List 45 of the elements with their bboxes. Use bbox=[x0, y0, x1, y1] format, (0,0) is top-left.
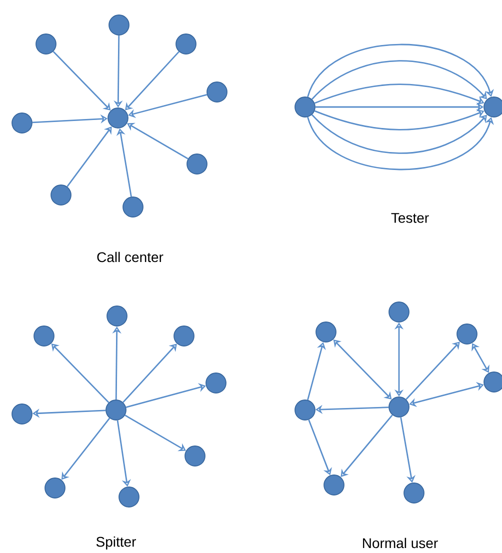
node-circle bbox=[34, 326, 54, 346]
arrow bbox=[340, 414, 393, 477]
node-circle bbox=[388, 302, 410, 322]
node-circle bbox=[108, 14, 130, 36]
graph-caption: Normal user bbox=[363, 538, 438, 548]
arrow bbox=[122, 344, 177, 403]
node-circle bbox=[106, 306, 128, 326]
arrow bbox=[333, 340, 392, 400]
node-circle bbox=[176, 34, 196, 54]
arrow bbox=[52, 51, 111, 110]
node-circle bbox=[174, 326, 194, 346]
arrow bbox=[125, 51, 180, 110]
graph-caption: Spitter bbox=[96, 536, 136, 550]
node-circle bbox=[106, 400, 126, 420]
graph-caption: Tester bbox=[391, 213, 429, 223]
node-circle bbox=[184, 446, 206, 466]
graph-caption: Call center bbox=[97, 252, 164, 262]
node-circle bbox=[206, 82, 228, 102]
node-circle bbox=[484, 372, 502, 392]
arrow bbox=[51, 344, 110, 403]
arrow bbox=[312, 114, 487, 154]
node-circle bbox=[456, 324, 478, 344]
node-circle bbox=[324, 474, 344, 496]
node-circle bbox=[50, 184, 72, 206]
node-circle bbox=[118, 486, 140, 508]
node-circle bbox=[484, 96, 502, 118]
node-circle bbox=[316, 322, 336, 342]
arrow bbox=[127, 122, 188, 160]
node-circle bbox=[294, 400, 316, 420]
node-circle bbox=[404, 482, 424, 504]
arrow bbox=[307, 44, 494, 98]
node-circle bbox=[122, 196, 144, 218]
node-circle bbox=[206, 372, 226, 394]
arrow bbox=[472, 343, 490, 373]
arrow bbox=[312, 60, 487, 100]
node-circle bbox=[388, 396, 410, 418]
node-circle bbox=[36, 34, 56, 54]
arrow bbox=[124, 414, 186, 452]
node-circle bbox=[186, 154, 208, 174]
node-circle bbox=[12, 112, 32, 134]
arrow bbox=[406, 342, 460, 400]
node-circle bbox=[12, 404, 32, 424]
node-circle bbox=[294, 96, 316, 118]
node-circle bbox=[108, 108, 128, 128]
node-circle bbox=[44, 478, 66, 498]
